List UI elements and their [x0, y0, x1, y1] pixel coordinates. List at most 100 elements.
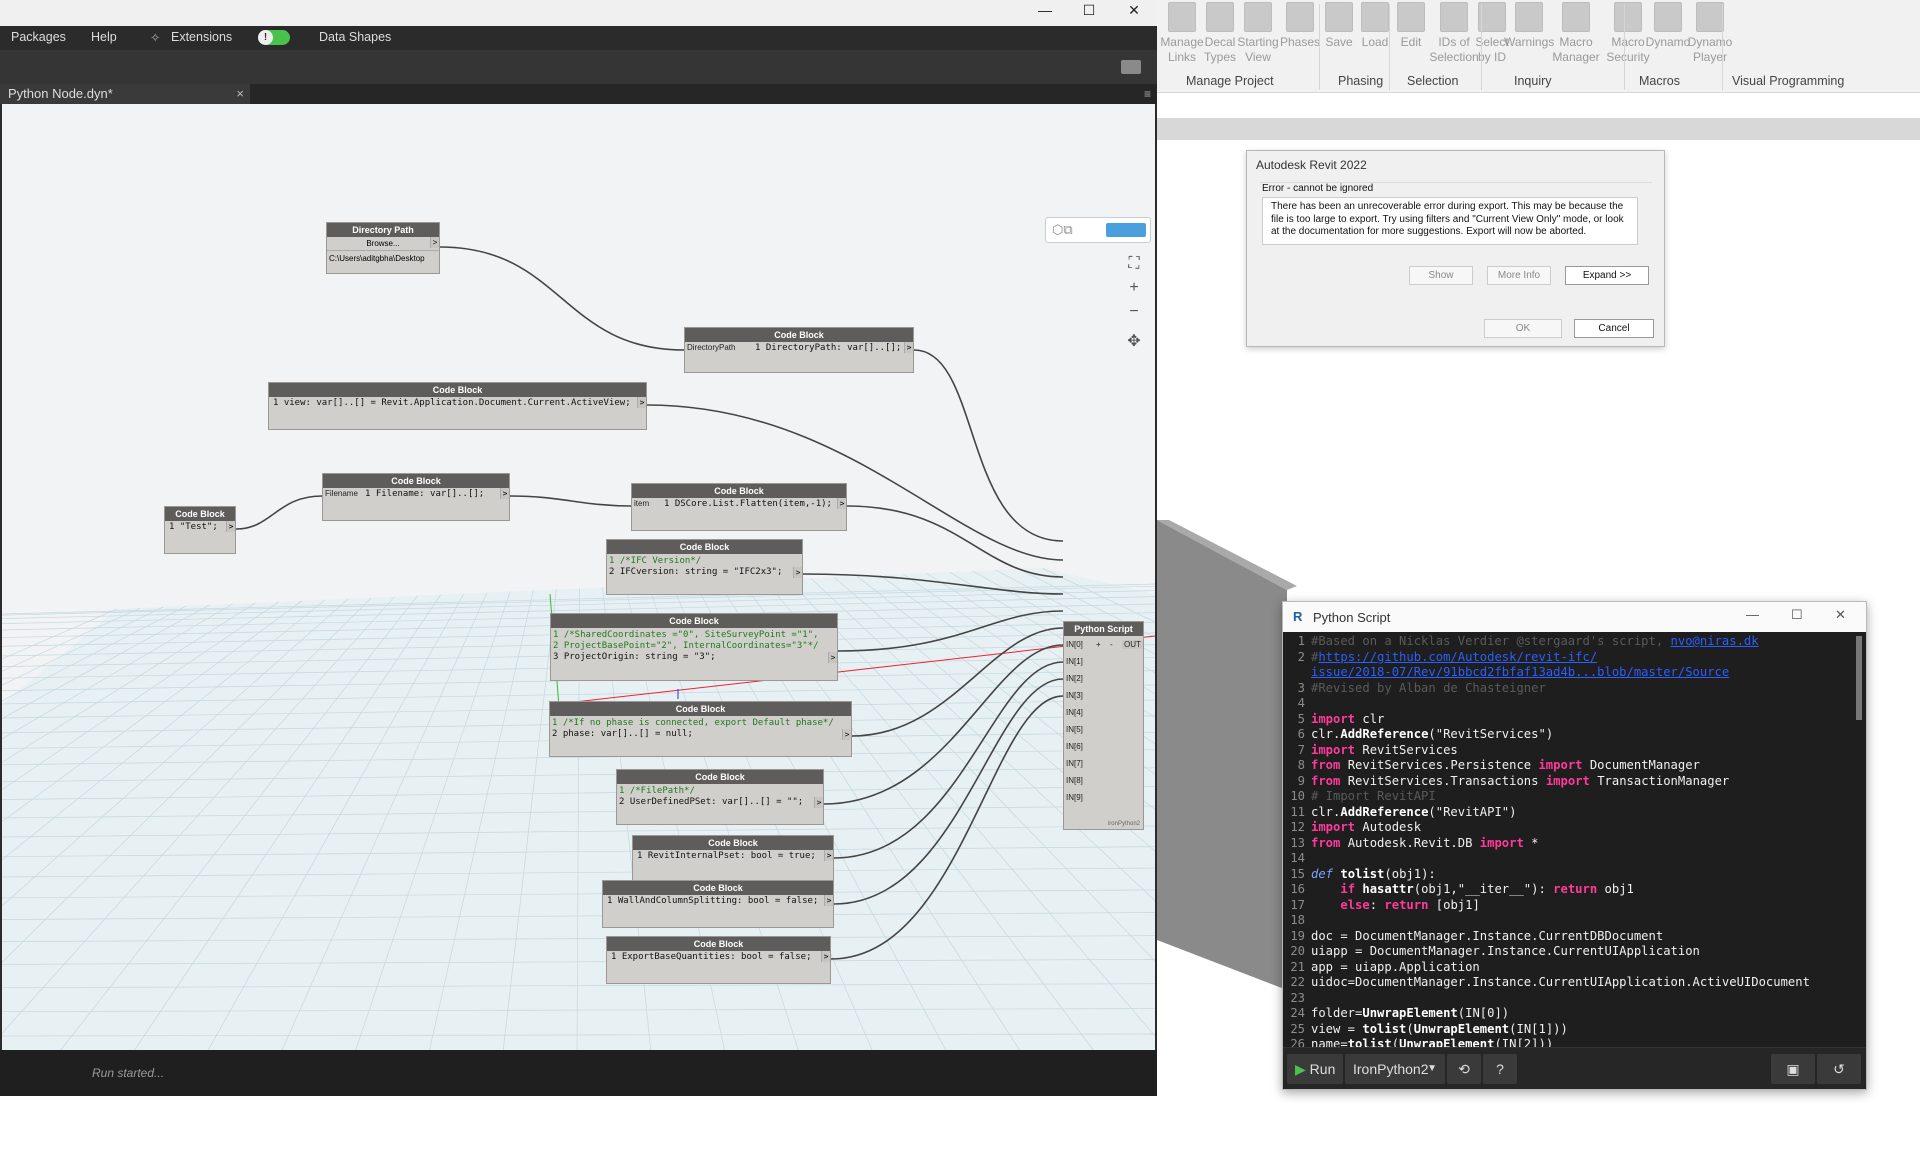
- code-line[interactable]: import Autodesk: [1311, 820, 1421, 836]
- code-block-flatten[interactable]: Code Block item 1 DSCore.List.Flatten(it…: [631, 483, 847, 531]
- input-port-filename[interactable]: Filename: [325, 489, 358, 498]
- input-port-8[interactable]: IN[8]: [1064, 773, 1104, 790]
- code-block-internal-pset[interactable]: Code Block 1 RevitInternalPset: bool = t…: [632, 835, 834, 881]
- code-block-coordinates[interactable]: Code Block 1 /*SharedCoordinates ="0", S…: [550, 613, 838, 681]
- input-port-5[interactable]: IN[5]: [1064, 722, 1104, 739]
- output-port[interactable]: >: [814, 797, 823, 808]
- graph-canvas[interactable]: Directory Path Browse...> C:\Users\aditg…: [2, 104, 1155, 1050]
- code-line[interactable]: doc = DocumentManager.Instance.CurrentDB…: [1311, 929, 1663, 945]
- add-input-button[interactable]: +: [1096, 640, 1101, 649]
- code-line-3[interactable]: 3 ProjectOrigin: string = "3";: [553, 652, 835, 663]
- output-port[interactable]: >: [500, 488, 509, 499]
- ribbon-button-10[interactable]: MacroManager: [1551, 0, 1601, 65]
- ribbon-button-9[interactable]: Warnings: [1504, 0, 1554, 50]
- code-line[interactable]: 1 view: var[]..[] = Revit.Application.Do…: [271, 396, 633, 411]
- code-line[interactable]: from RevitServices.Persistence import Do…: [1311, 758, 1700, 774]
- code-line-2[interactable]: 2 phase: var[]..[] = null;: [552, 729, 849, 740]
- hamburger-icon[interactable]: ≡: [1144, 87, 1151, 101]
- code-line-2[interactable]: 2 ProjectBasePoint="2", InternalCoordina…: [553, 641, 835, 652]
- graph-view-icon[interactable]: [1106, 223, 1146, 237]
- output-port[interactable]: >: [824, 850, 833, 861]
- code-line[interactable]: from RevitServices.Transactions import T…: [1311, 774, 1729, 790]
- code-line-2[interactable]: 2 IFCversion: string = "IFC2x3";: [609, 567, 800, 578]
- menu-help[interactable]: Help: [91, 30, 117, 44]
- notification-toggle-icon[interactable]: !: [258, 30, 290, 45]
- output-port-out[interactable]: OUT: [1122, 640, 1143, 649]
- code-line[interactable]: 1 ExportBaseQuantities: bool = false;: [609, 950, 813, 965]
- zoom-fit-icon[interactable]: ⛶: [1123, 254, 1145, 276]
- code-block-test[interactable]: Code Block 1 "Test"; >: [164, 506, 236, 554]
- code-editor[interactable]: 1#Based on a Nicklas Verdier @stergaard'…: [1283, 632, 1866, 1047]
- geometry-view-icon[interactable]: ⬡⧉: [1052, 222, 1073, 238]
- ribbon-button-13[interactable]: DynamoPlayer: [1685, 0, 1735, 65]
- code-line[interactable]: def tolist(obj1):: [1311, 867, 1436, 883]
- output-port[interactable]: >: [828, 652, 837, 663]
- input-port-directorypath[interactable]: DirectoryPath: [687, 343, 735, 352]
- revert-icon[interactable]: ↺: [1817, 1054, 1861, 1084]
- output-port[interactable]: >: [842, 729, 851, 740]
- run-button[interactable]: ▶ Run: [1287, 1054, 1343, 1084]
- code-line-1[interactable]: 1 /*If no phase is connected, export Def…: [552, 718, 849, 729]
- ok-button[interactable]: OK: [1484, 319, 1562, 338]
- code-block-active-view[interactable]: Code Block 1 view: var[]..[] = Revit.App…: [268, 382, 647, 430]
- code-line[interactable]: 1 DirectoryPath: var[]..[];: [753, 341, 903, 356]
- maximize-icon[interactable]: ☐: [1066, 0, 1112, 22]
- code-line[interactable]: 1 Filename: var[]..[];: [363, 487, 486, 502]
- code-line[interactable]: folder=UnwrapElement(IN[0]): [1311, 1006, 1509, 1022]
- output-port[interactable]: >: [430, 237, 439, 248]
- code-line[interactable]: import RevitServices: [1311, 743, 1458, 759]
- code-line[interactable]: app = uiapp.Application: [1311, 960, 1480, 976]
- code-line[interactable]: clr.AddReference("RevitServices"): [1311, 727, 1553, 743]
- camera-icon[interactable]: [1121, 60, 1141, 74]
- output-port[interactable]: >: [821, 951, 830, 962]
- zoom-out-icon[interactable]: −: [1123, 302, 1145, 324]
- menu-extensions[interactable]: Extensions: [171, 30, 232, 44]
- code-block-directory-path[interactable]: Code Block DirectoryPath 1 DirectoryPath…: [684, 327, 914, 373]
- code-line[interactable]: view = tolist(UnwrapElement(IN[1])): [1311, 1022, 1568, 1038]
- code-line-1[interactable]: 1 /*FilePath*/: [619, 786, 821, 797]
- output-port[interactable]: >: [824, 895, 833, 906]
- view-toggle[interactable]: ⬡⧉: [1045, 217, 1151, 243]
- code-block-wall-splitting[interactable]: Code Block 1 WallAndColumnSplitting: boo…: [602, 880, 834, 928]
- menu-data-shapes[interactable]: Data Shapes: [319, 30, 391, 44]
- code-block-export-quantities[interactable]: Code Block 1 ExportBaseQuantities: bool …: [606, 936, 831, 984]
- code-line[interactable]: import clr: [1311, 712, 1384, 728]
- code-line-1[interactable]: 1 /*IFC Version*/: [609, 556, 800, 567]
- output-port[interactable]: >: [837, 498, 846, 509]
- output-port[interactable]: >: [226, 521, 235, 532]
- directory-path-node[interactable]: Directory Path Browse...> C:\Users\aditg…: [326, 222, 440, 274]
- tab-close-icon[interactable]: ×: [236, 86, 244, 101]
- input-port-2[interactable]: IN[2]: [1064, 671, 1104, 688]
- expand-button[interactable]: Expand >>: [1565, 266, 1649, 285]
- code-line[interactable]: from Autodesk.Revit.DB import *: [1311, 836, 1538, 852]
- engine-dropdown[interactable]: IronPython2▼: [1345, 1054, 1445, 1084]
- input-port-3[interactable]: IN[3]: [1064, 688, 1104, 705]
- save-icon[interactable]: ▣: [1771, 1054, 1815, 1084]
- menu-packages[interactable]: Packages: [11, 30, 66, 44]
- code-line[interactable]: # Import RevitAPI: [1311, 789, 1436, 805]
- maximize-icon[interactable]: ☐: [1791, 607, 1803, 623]
- browse-button[interactable]: Browse...>: [327, 237, 439, 251]
- code-line[interactable]: uidoc=DocumentManager.Instance.CurrentUI…: [1311, 975, 1810, 991]
- code-line[interactable]: 1 "Test";: [167, 520, 220, 535]
- output-port[interactable]: >: [904, 342, 913, 353]
- code-line-2[interactable]: 2 UserDefinedPSet: var[]..[] = "";: [619, 797, 821, 808]
- remove-input-button[interactable]: -: [1110, 640, 1113, 649]
- code-line[interactable]: 1 WallAndColumnSplitting: bool = false;: [605, 894, 820, 909]
- code-block-ifc-version[interactable]: Code Block 1 /*IFC Version*/2 IFCversion…: [606, 539, 803, 595]
- pan-icon[interactable]: ✥: [1123, 332, 1145, 354]
- input-port-9[interactable]: IN[9]: [1064, 790, 1104, 807]
- output-port[interactable]: >: [637, 397, 646, 408]
- code-line[interactable]: else: return [obj1]: [1311, 898, 1480, 914]
- close-icon[interactable]: ✕: [1835, 607, 1846, 623]
- code-line[interactable]: uiapp = DocumentManager.Instance.Current…: [1311, 944, 1700, 960]
- input-port-6[interactable]: IN[6]: [1064, 739, 1104, 756]
- code-line[interactable]: name=tolist(UnwrapElement(IN[2])): [1311, 1037, 1553, 1047]
- minimize-icon[interactable]: —: [1022, 0, 1068, 22]
- output-port[interactable]: >: [793, 567, 802, 578]
- code-line[interactable]: issue/2018-07/Rev/91bbcd2fbfaf13ad4b...b…: [1311, 665, 1729, 681]
- code-block-phase[interactable]: Code Block 1 /*If no phase is connected,…: [549, 701, 852, 757]
- code-line[interactable]: #https://github.com/Autodesk/revit-ifc/: [1311, 650, 1597, 666]
- code-line-1[interactable]: 1 /*SharedCoordinates ="0", SiteSurveyPo…: [553, 630, 835, 641]
- more-info-button[interactable]: More Info: [1487, 266, 1551, 285]
